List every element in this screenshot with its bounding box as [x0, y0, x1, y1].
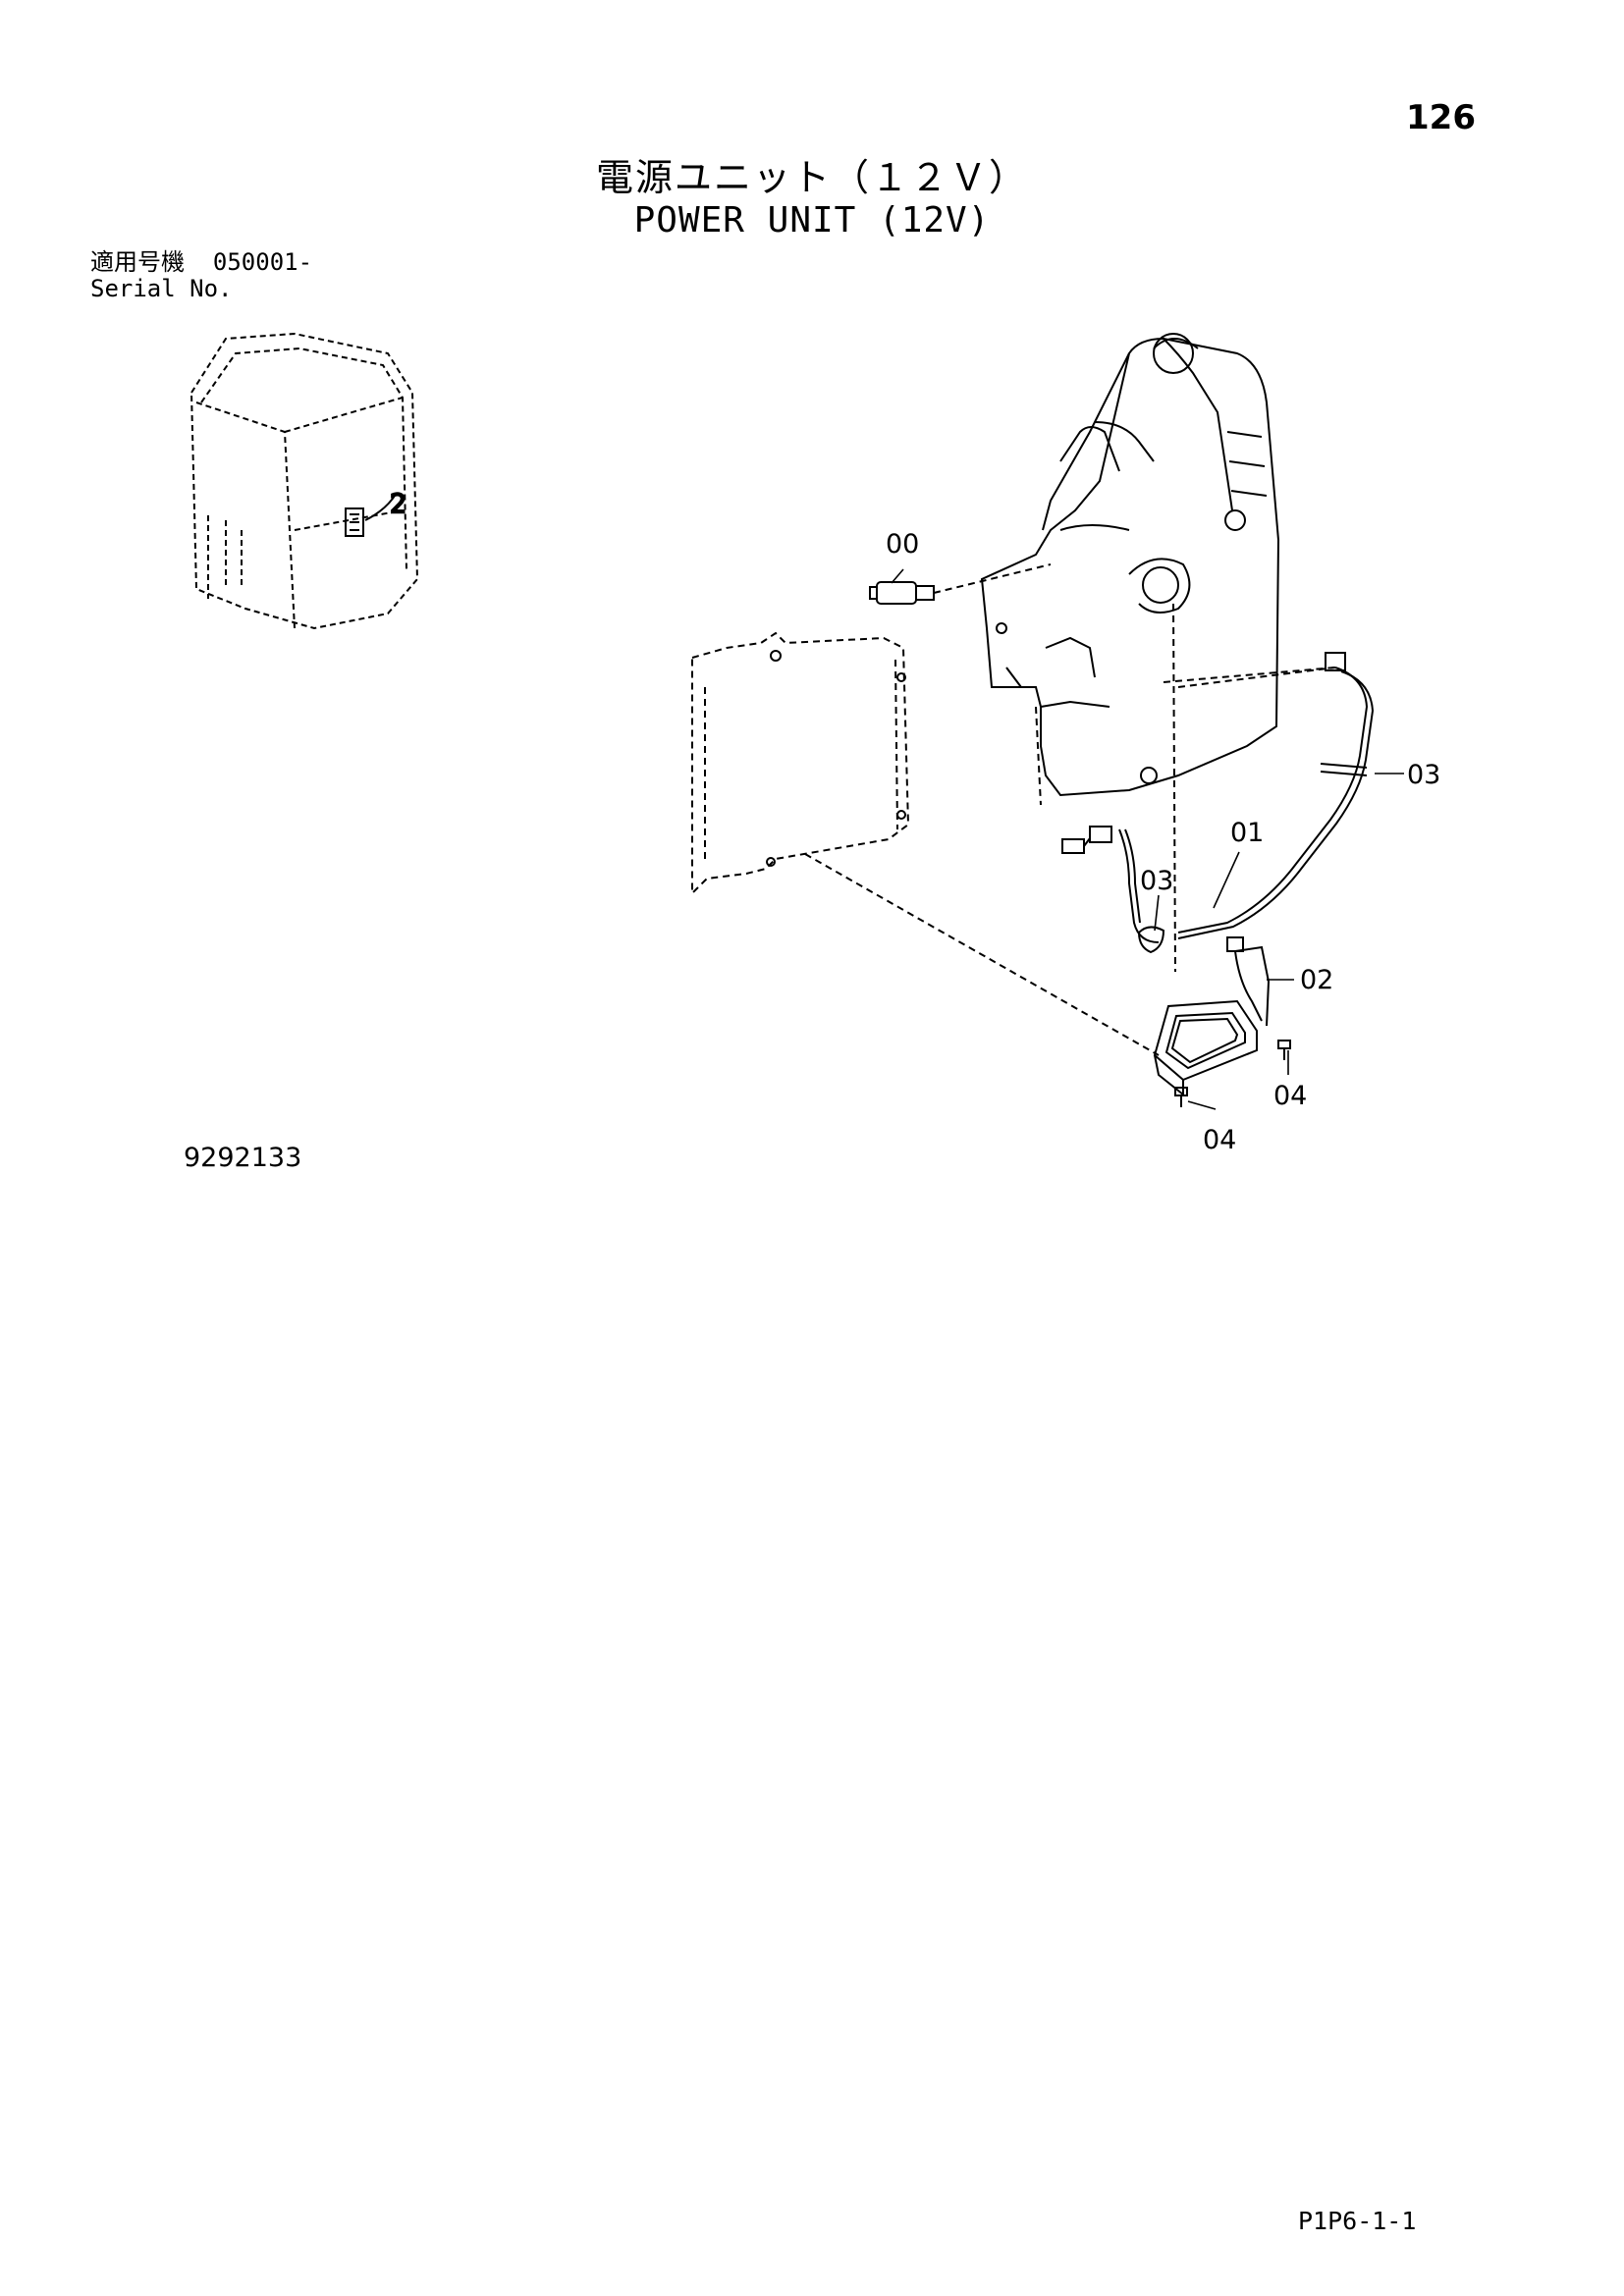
svg-text:2: 2 — [390, 489, 406, 519]
cover-panel — [691, 631, 910, 896]
drawing-number: 9292133 — [184, 1143, 302, 1173]
console-panel-drawing — [980, 333, 1280, 797]
serial-label-jp: 適用号機 — [90, 248, 185, 276]
cab-locator-mark: 2 — [345, 488, 407, 537]
wire-harness — [1061, 652, 1375, 954]
title-japanese: 電源ユニット（１２Ｖ） — [595, 156, 1028, 199]
screw-parts — [1174, 1040, 1291, 1107]
callout-04-right: 04 — [1273, 1081, 1307, 1111]
title-english: POWER UNIT (12V) — [633, 200, 991, 240]
callout-03-left: 03 — [1140, 866, 1173, 896]
cover-panel-fasteners — [766, 650, 906, 867]
serial-value: 050001- — [212, 248, 313, 276]
callout-00: 00 — [886, 529, 919, 560]
callout-02: 02 — [1300, 965, 1333, 995]
callout-04-bottom: 04 — [1203, 1125, 1236, 1155]
serial-label-en: Serial No. — [90, 275, 233, 302]
page-number: 126 — [1406, 98, 1476, 137]
socket-plug-part — [869, 563, 1052, 605]
serial-row-jp: 適用号機 050001- — [90, 249, 312, 276]
console-panel-dashes — [804, 603, 1336, 1056]
serial-block: 適用号機 050001- Serial No. — [90, 249, 312, 302]
power-unit-drawing — [1153, 936, 1271, 1095]
callout-01: 01 — [1230, 818, 1264, 848]
callout-03-right: 03 — [1407, 760, 1440, 790]
leader-lines — [891, 568, 1404, 1110]
cab-locator-icon — [189, 332, 419, 630]
page-code: P1P6-1-1 — [1298, 2207, 1417, 2235]
